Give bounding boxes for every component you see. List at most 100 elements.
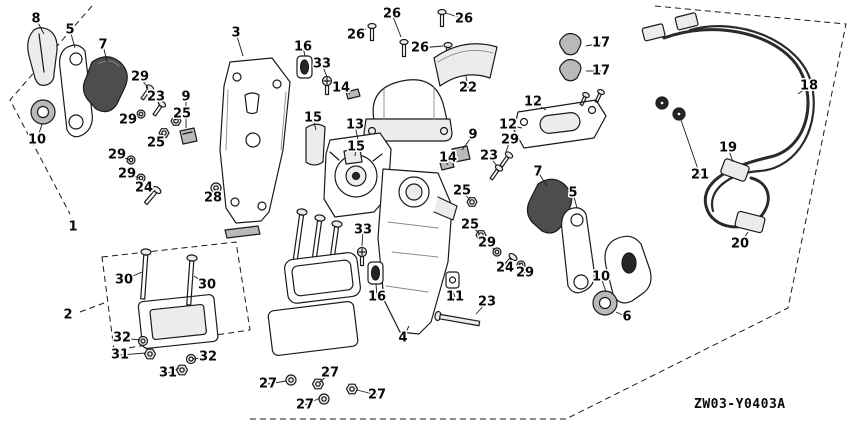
part-callout-14: 14 bbox=[332, 81, 350, 96]
callout-leader-line bbox=[504, 258, 512, 269]
callout-leader-line bbox=[475, 301, 488, 315]
remote-lever-assembly-left bbox=[27, 27, 128, 138]
part-callout-23: 23 bbox=[478, 295, 496, 310]
callout-leader-line bbox=[126, 173, 141, 179]
callout-leader-line bbox=[537, 171, 548, 187]
callout-leader-line bbox=[167, 367, 180, 374]
callout-leader-line bbox=[127, 113, 141, 121]
cable-harness bbox=[641, 12, 815, 234]
control-body bbox=[377, 168, 458, 335]
callout-leader-line bbox=[193, 275, 208, 286]
callout-leader-line bbox=[121, 337, 141, 341]
diagram-boundary-dashes bbox=[9, 5, 847, 420]
part-callout-9: 9 bbox=[468, 128, 477, 143]
callout-leader-line bbox=[212, 188, 217, 199]
callout-leader-line bbox=[267, 380, 287, 385]
part-callout-28: 28 bbox=[204, 191, 222, 206]
callout-leader-line bbox=[469, 224, 480, 234]
callout-leader-line bbox=[155, 132, 163, 144]
part-callout-29: 29 bbox=[501, 133, 519, 148]
callout-leader-line bbox=[139, 76, 149, 89]
callout-leader-line bbox=[461, 134, 474, 151]
part-callout-27: 27 bbox=[296, 398, 314, 413]
part-callout-25: 25 bbox=[453, 184, 471, 199]
callout-leader-line bbox=[119, 352, 147, 356]
callout-leader-line bbox=[797, 85, 810, 95]
part-callout-29: 29 bbox=[108, 148, 126, 163]
part-callout-26: 26 bbox=[411, 41, 429, 56]
screw-33-bottom bbox=[356, 246, 368, 267]
part-callout-10: 10 bbox=[28, 133, 46, 148]
callout-leader-line bbox=[572, 192, 578, 209]
part-callout-18: 18 bbox=[800, 79, 818, 94]
callout-leader-line bbox=[69, 29, 76, 49]
bracket-12 bbox=[513, 88, 607, 149]
part-callout-19: 19 bbox=[719, 141, 737, 156]
fastener-cluster-left bbox=[126, 84, 198, 206]
callout-leader-line bbox=[354, 146, 357, 157]
part-callout-29: 29 bbox=[478, 236, 496, 251]
callout-leader-line bbox=[585, 42, 602, 47]
part-callout-16: 16 bbox=[294, 40, 312, 55]
callout-leader-line bbox=[375, 283, 378, 298]
pivot-bolt bbox=[434, 310, 481, 327]
callout-leader-line bbox=[102, 44, 108, 63]
callout-leader-line bbox=[739, 231, 749, 245]
part-callout-31: 31 bbox=[159, 366, 177, 381]
diagram-code: ZW03-Y0403A bbox=[694, 397, 786, 412]
clips-17 bbox=[559, 32, 582, 82]
callout-leader-line bbox=[446, 157, 449, 166]
part-callout-33: 33 bbox=[313, 57, 331, 72]
part-callout-32: 32 bbox=[113, 331, 131, 346]
part-callout-27: 27 bbox=[368, 388, 386, 403]
part-callout-29: 29 bbox=[118, 167, 136, 182]
part-callout-13: 13 bbox=[346, 118, 364, 133]
part-callout-30: 30 bbox=[198, 278, 216, 293]
screw-33-top bbox=[321, 75, 333, 96]
callout-leader-line bbox=[302, 46, 306, 57]
callout-leader-line bbox=[192, 356, 209, 360]
part-callout-23: 23 bbox=[480, 149, 498, 164]
mounting-bracket bbox=[219, 57, 291, 239]
callout-leader-line bbox=[486, 242, 496, 251]
callout-leader-line bbox=[174, 113, 183, 121]
harness-connector-b bbox=[674, 12, 699, 31]
callout-leader-line bbox=[340, 87, 351, 95]
part-callout-29: 29 bbox=[516, 266, 534, 281]
part-callout-10: 10 bbox=[592, 270, 610, 285]
callout-leader-line bbox=[461, 190, 471, 201]
gasket-upper bbox=[284, 252, 361, 304]
part-callout-25: 25 bbox=[461, 218, 479, 233]
callout-leader-line bbox=[321, 63, 328, 78]
part-callout-29: 29 bbox=[131, 70, 149, 85]
part-callout-25: 25 bbox=[147, 136, 165, 151]
callout-leader-line bbox=[116, 154, 131, 161]
control-motor bbox=[363, 79, 453, 142]
base-frame-group bbox=[137, 248, 219, 376]
part-callout-8: 8 bbox=[31, 12, 40, 27]
callout-leader-line bbox=[123, 271, 143, 281]
connector-16-bottom bbox=[367, 261, 384, 285]
part-callout-25: 25 bbox=[173, 107, 191, 122]
rubber-block-9-right bbox=[451, 145, 471, 163]
fastener-cluster-right bbox=[466, 151, 526, 273]
callout-leader-line bbox=[532, 101, 547, 111]
callout-leader-line bbox=[143, 187, 156, 192]
cover-22 bbox=[433, 43, 498, 87]
part-callout-9: 9 bbox=[181, 90, 190, 105]
callout-leader-line bbox=[488, 155, 498, 167]
part-callout-30: 30 bbox=[115, 273, 133, 288]
connector-20 bbox=[734, 210, 766, 234]
part-callout-26: 26 bbox=[347, 28, 365, 43]
part-callout-17: 17 bbox=[592, 64, 610, 79]
callout-leader-line bbox=[391, 13, 402, 38]
part-callout-24: 24 bbox=[135, 181, 153, 196]
part-callout-31: 31 bbox=[111, 348, 129, 363]
callout-leader-line bbox=[465, 75, 469, 89]
part-callout-23: 23 bbox=[147, 90, 165, 105]
part-callout-29: 29 bbox=[119, 113, 137, 128]
part-callout-26: 26 bbox=[383, 7, 401, 22]
callout-leader-line bbox=[507, 124, 523, 129]
